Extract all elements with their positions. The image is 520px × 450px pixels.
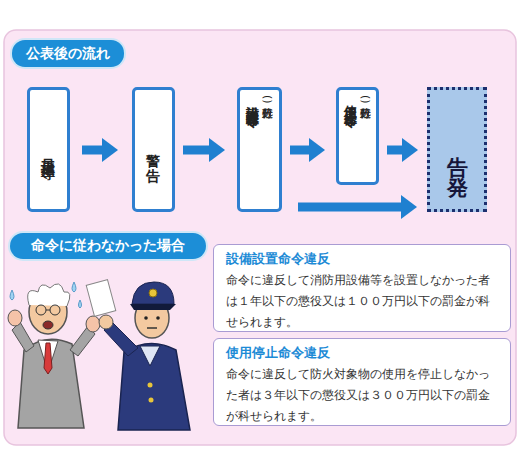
sweat-drop — [72, 282, 76, 292]
cap-brim — [130, 304, 176, 310]
hand — [8, 310, 22, 326]
flow-arrow — [82, 146, 108, 155]
terminal-box: 告発 — [427, 87, 487, 212]
glasses — [50, 305, 60, 315]
flow-arrow — [183, 146, 215, 155]
heading-text: 公表後の流れ — [26, 45, 110, 63]
note-box: 設備設置命令違反命令に違反して消防用設備等を設置しなかった者 は１年以下の懲役又… — [213, 244, 511, 332]
glasses — [36, 305, 46, 315]
sweat-drop — [10, 290, 14, 300]
section-heading: 命令に従わなかった場合 — [10, 233, 206, 259]
note-label: (行政処分) — [262, 95, 273, 104]
collar — [140, 346, 160, 366]
process-box: 是正指導 — [27, 87, 70, 212]
hand — [86, 316, 100, 332]
paper — [86, 280, 116, 317]
note-heading: 使用停止命令違反 — [226, 344, 504, 362]
note-heading: 設備設置命令違反 — [226, 250, 504, 268]
heading-text: 命令に従わなかった場合 — [31, 237, 185, 255]
tie — [44, 343, 52, 374]
box-label: 是正指導 — [42, 145, 56, 155]
hair — [28, 284, 70, 306]
box-label: 告発 — [447, 120, 468, 180]
box-label: 警告 — [147, 129, 161, 171]
glasses — [46, 310, 50, 311]
note-box: 使用停止命令違反命令に違反して防火対象物の使用を停止しなかっ た者は３年以下の懲… — [213, 338, 511, 426]
box-label: 設備設置命令 — [247, 95, 260, 107]
flow-arrow — [387, 146, 408, 155]
section-heading: 公表後の流れ — [12, 40, 124, 67]
flow-arrow — [298, 203, 407, 212]
note-body: 命令に違反して防火対象物の使用を停止しなかっ た者は３年以下の懲役又は３００万円… — [226, 364, 504, 427]
process-box: 設備設置命令(行政処分) — [237, 87, 282, 212]
badge — [149, 289, 157, 297]
hand — [99, 315, 113, 329]
button — [149, 398, 154, 403]
eye — [156, 316, 160, 320]
panel — [4, 30, 516, 445]
note-label: (行政処分) — [360, 95, 371, 104]
uniform — [118, 343, 190, 430]
mouth — [43, 321, 53, 329]
sweat-drop — [79, 300, 82, 308]
box-label: 使用停止命令 — [345, 95, 358, 107]
arm — [12, 322, 34, 352]
process-box: 使用停止命令(行政処分) — [336, 87, 379, 185]
eye — [144, 316, 148, 320]
button — [148, 383, 153, 388]
flow-arrow — [290, 146, 315, 155]
illustration — [8, 280, 190, 430]
cap — [132, 282, 174, 304]
mouth — [147, 327, 157, 329]
process-box: 警告 — [132, 87, 175, 212]
note-body: 命令に違反して消防用設備等を設置しなかった者 は１年以下の懲役又は１００万円以下… — [226, 270, 504, 333]
